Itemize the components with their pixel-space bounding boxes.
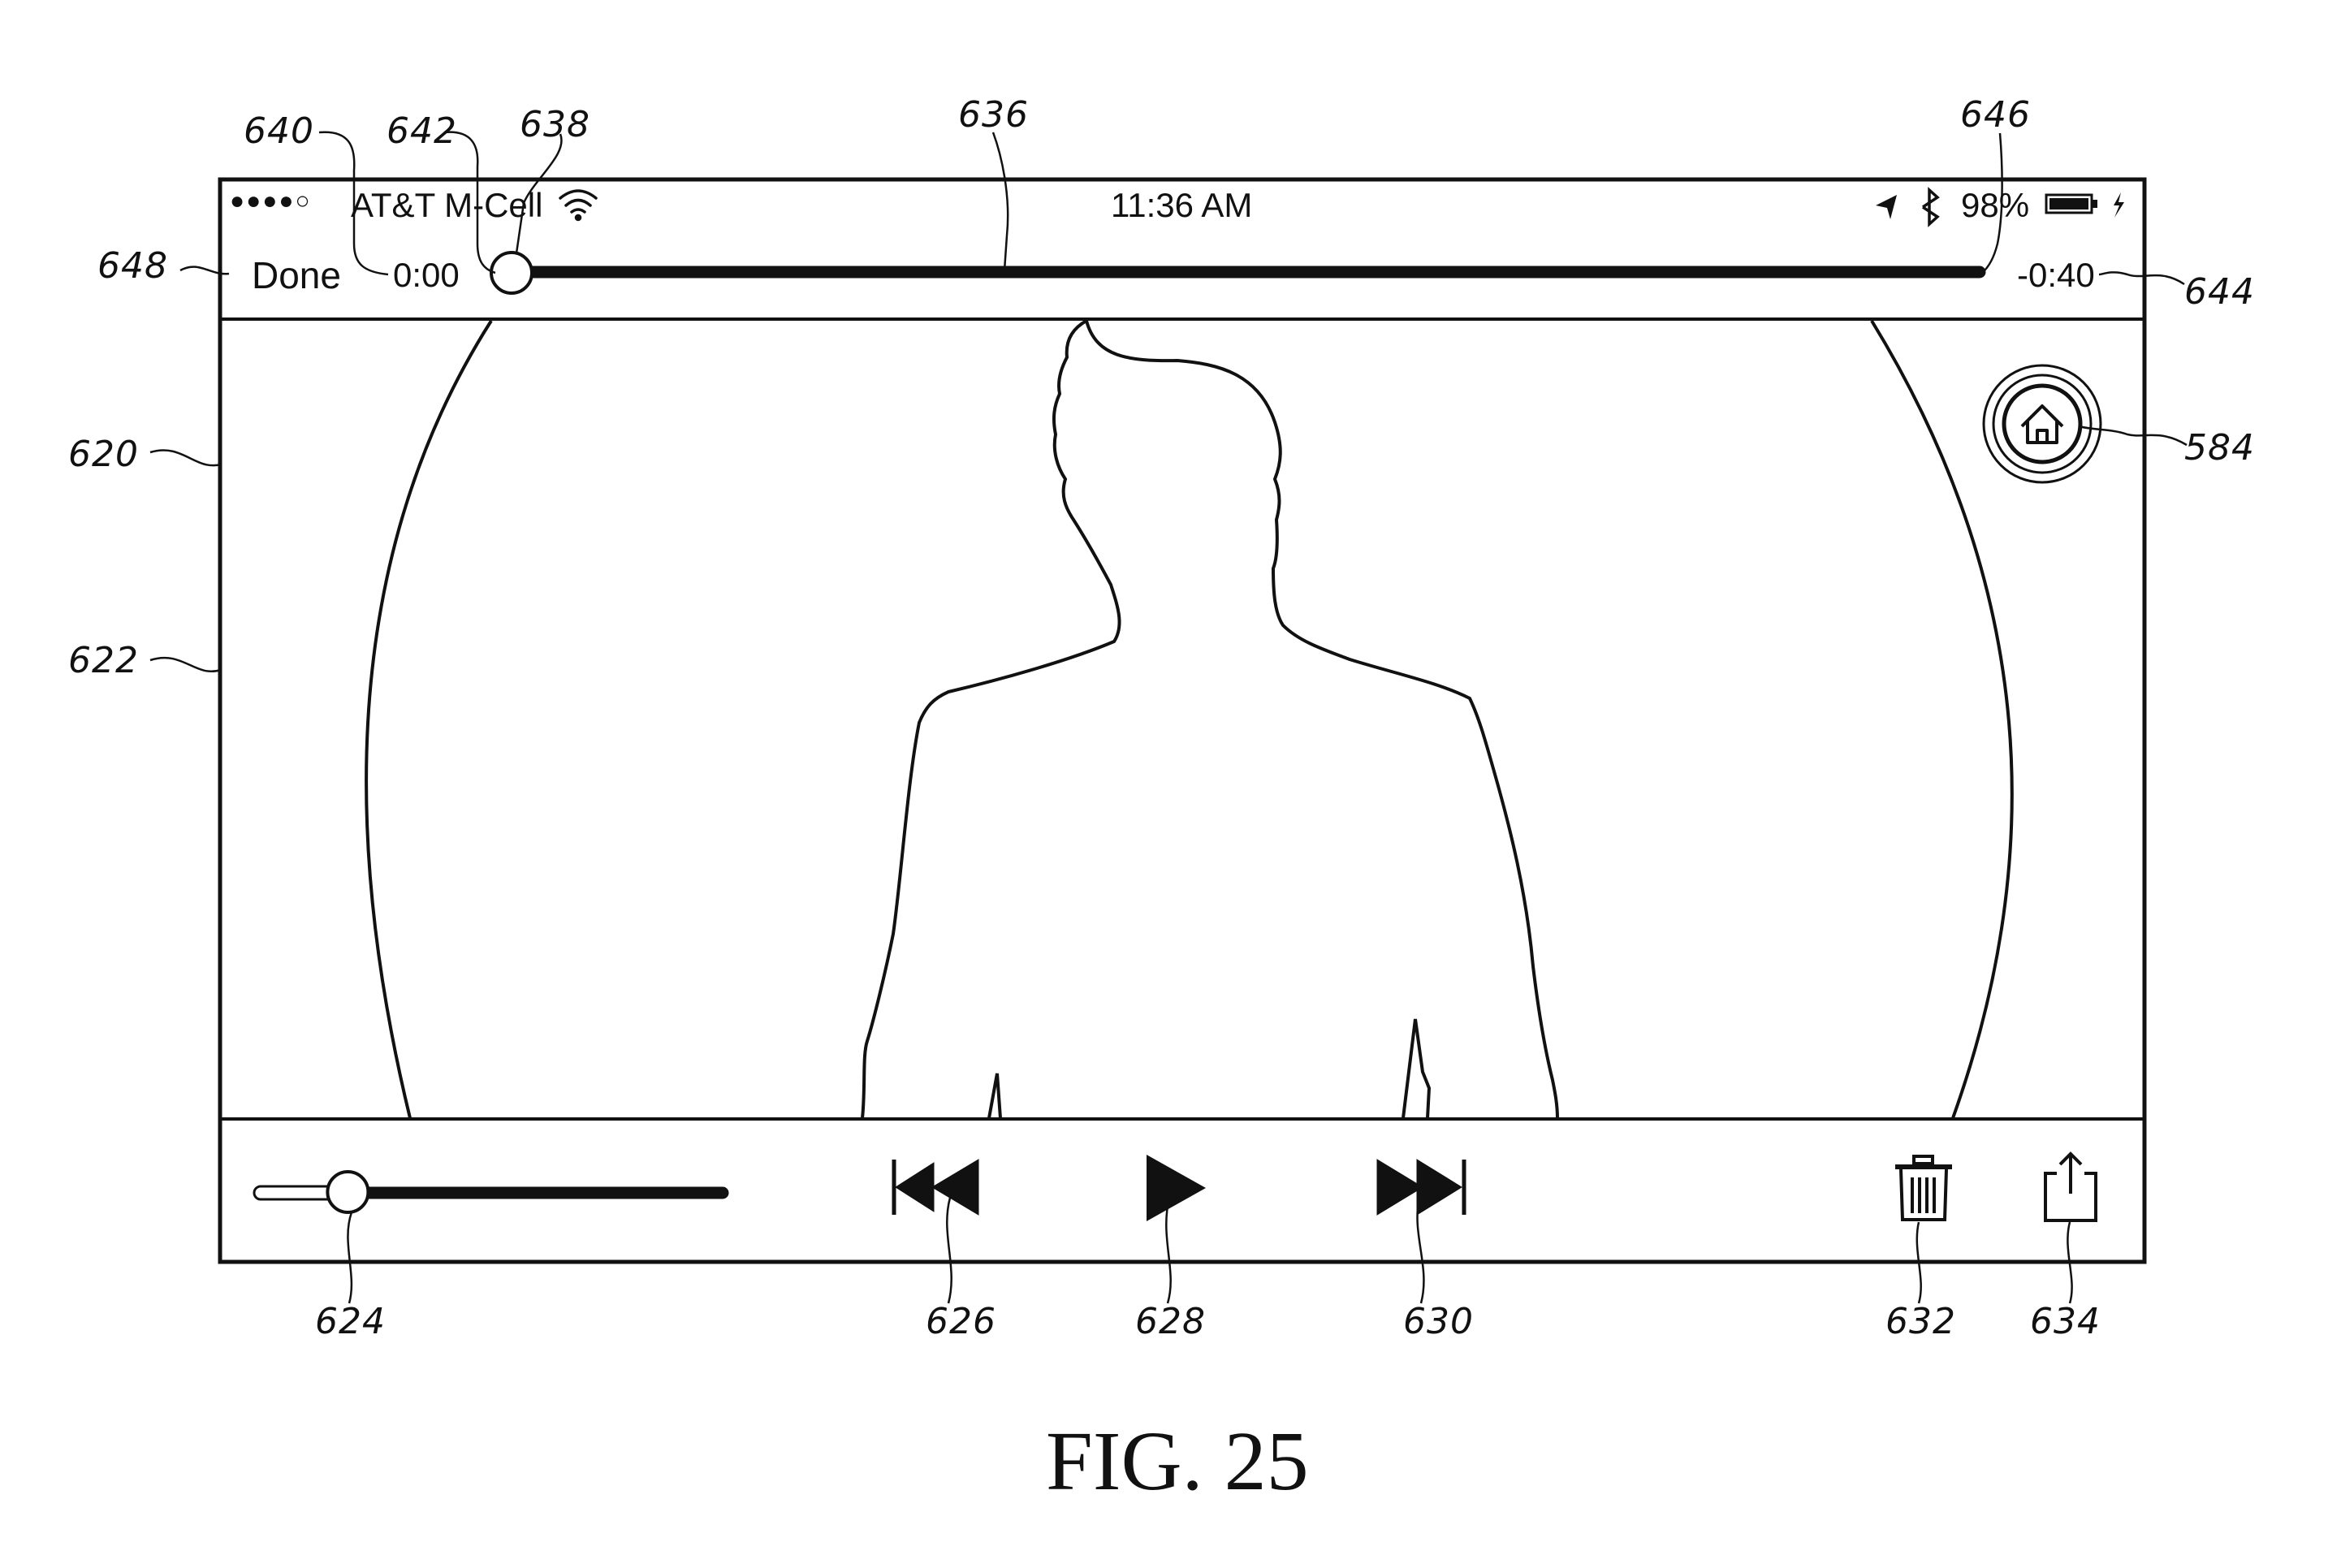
home-icon	[2022, 406, 2062, 443]
trash-icon	[1895, 1156, 1952, 1220]
video-area	[366, 321, 2012, 1118]
elapsed-time: 0:00	[393, 258, 460, 292]
rewind-button[interactable]	[894, 1160, 978, 1215]
ref-644: 644	[2184, 274, 2255, 310]
fast-forward-button[interactable]	[1377, 1160, 1464, 1215]
device-screen	[220, 179, 2144, 1262]
status-bar-icons	[560, 190, 2124, 224]
battery-percent: 98%	[1961, 188, 2029, 222]
wifi-icon	[560, 191, 596, 220]
volume-slider[interactable]	[254, 1172, 723, 1212]
remaining-time: -0:40	[2017, 258, 2095, 292]
done-button[interactable]: Done	[252, 257, 341, 294]
person-silhouette	[862, 321, 1557, 1118]
scrubber-thumb[interactable]	[491, 253, 532, 293]
ref-648: 648	[97, 248, 168, 284]
delete-button[interactable]	[1895, 1156, 1952, 1220]
status-time: 11:36 AM	[1111, 188, 1252, 222]
ref-624: 624	[315, 1304, 386, 1340]
ref-640: 640	[244, 114, 314, 149]
share-icon	[2045, 1153, 2096, 1220]
share-button[interactable]	[2045, 1153, 2096, 1220]
figure-caption: FIG. 25	[1046, 1419, 1309, 1504]
rewind-icon	[894, 1160, 978, 1215]
bluetooth-icon	[1923, 190, 1937, 224]
play-button[interactable]	[1147, 1155, 1206, 1221]
signal-strength-dots: ●●●●○	[230, 189, 312, 214]
video-curve-left	[366, 321, 491, 1118]
ref-584: 584	[2184, 430, 2255, 466]
carrier-name: AT&T M-Cell	[351, 188, 542, 222]
volume-thumb[interactable]	[327, 1172, 368, 1212]
leader-lines	[150, 132, 2187, 1303]
ref-636: 636	[958, 97, 1029, 133]
location-arrow-icon	[1876, 195, 1897, 219]
jacket-lapel-left	[989, 1073, 1000, 1118]
ref-634: 634	[2030, 1304, 2101, 1340]
ref-620: 620	[68, 437, 139, 473]
ref-630: 630	[1403, 1304, 1474, 1340]
fast-forward-icon	[1377, 1160, 1464, 1215]
home-button[interactable]	[1984, 365, 2101, 482]
ref-626: 626	[926, 1304, 996, 1340]
ref-638: 638	[520, 107, 590, 143]
ref-646: 646	[1960, 97, 2031, 133]
play-icon	[1147, 1155, 1206, 1221]
ref-622: 622	[68, 643, 139, 679]
video-curve-right	[1872, 321, 2012, 1118]
jacket-lapel-right	[1403, 1019, 1429, 1118]
ref-632: 632	[1885, 1304, 1956, 1340]
ref-628: 628	[1135, 1304, 1206, 1340]
battery-charging-icon	[2046, 192, 2124, 218]
ref-642: 642	[387, 114, 457, 149]
